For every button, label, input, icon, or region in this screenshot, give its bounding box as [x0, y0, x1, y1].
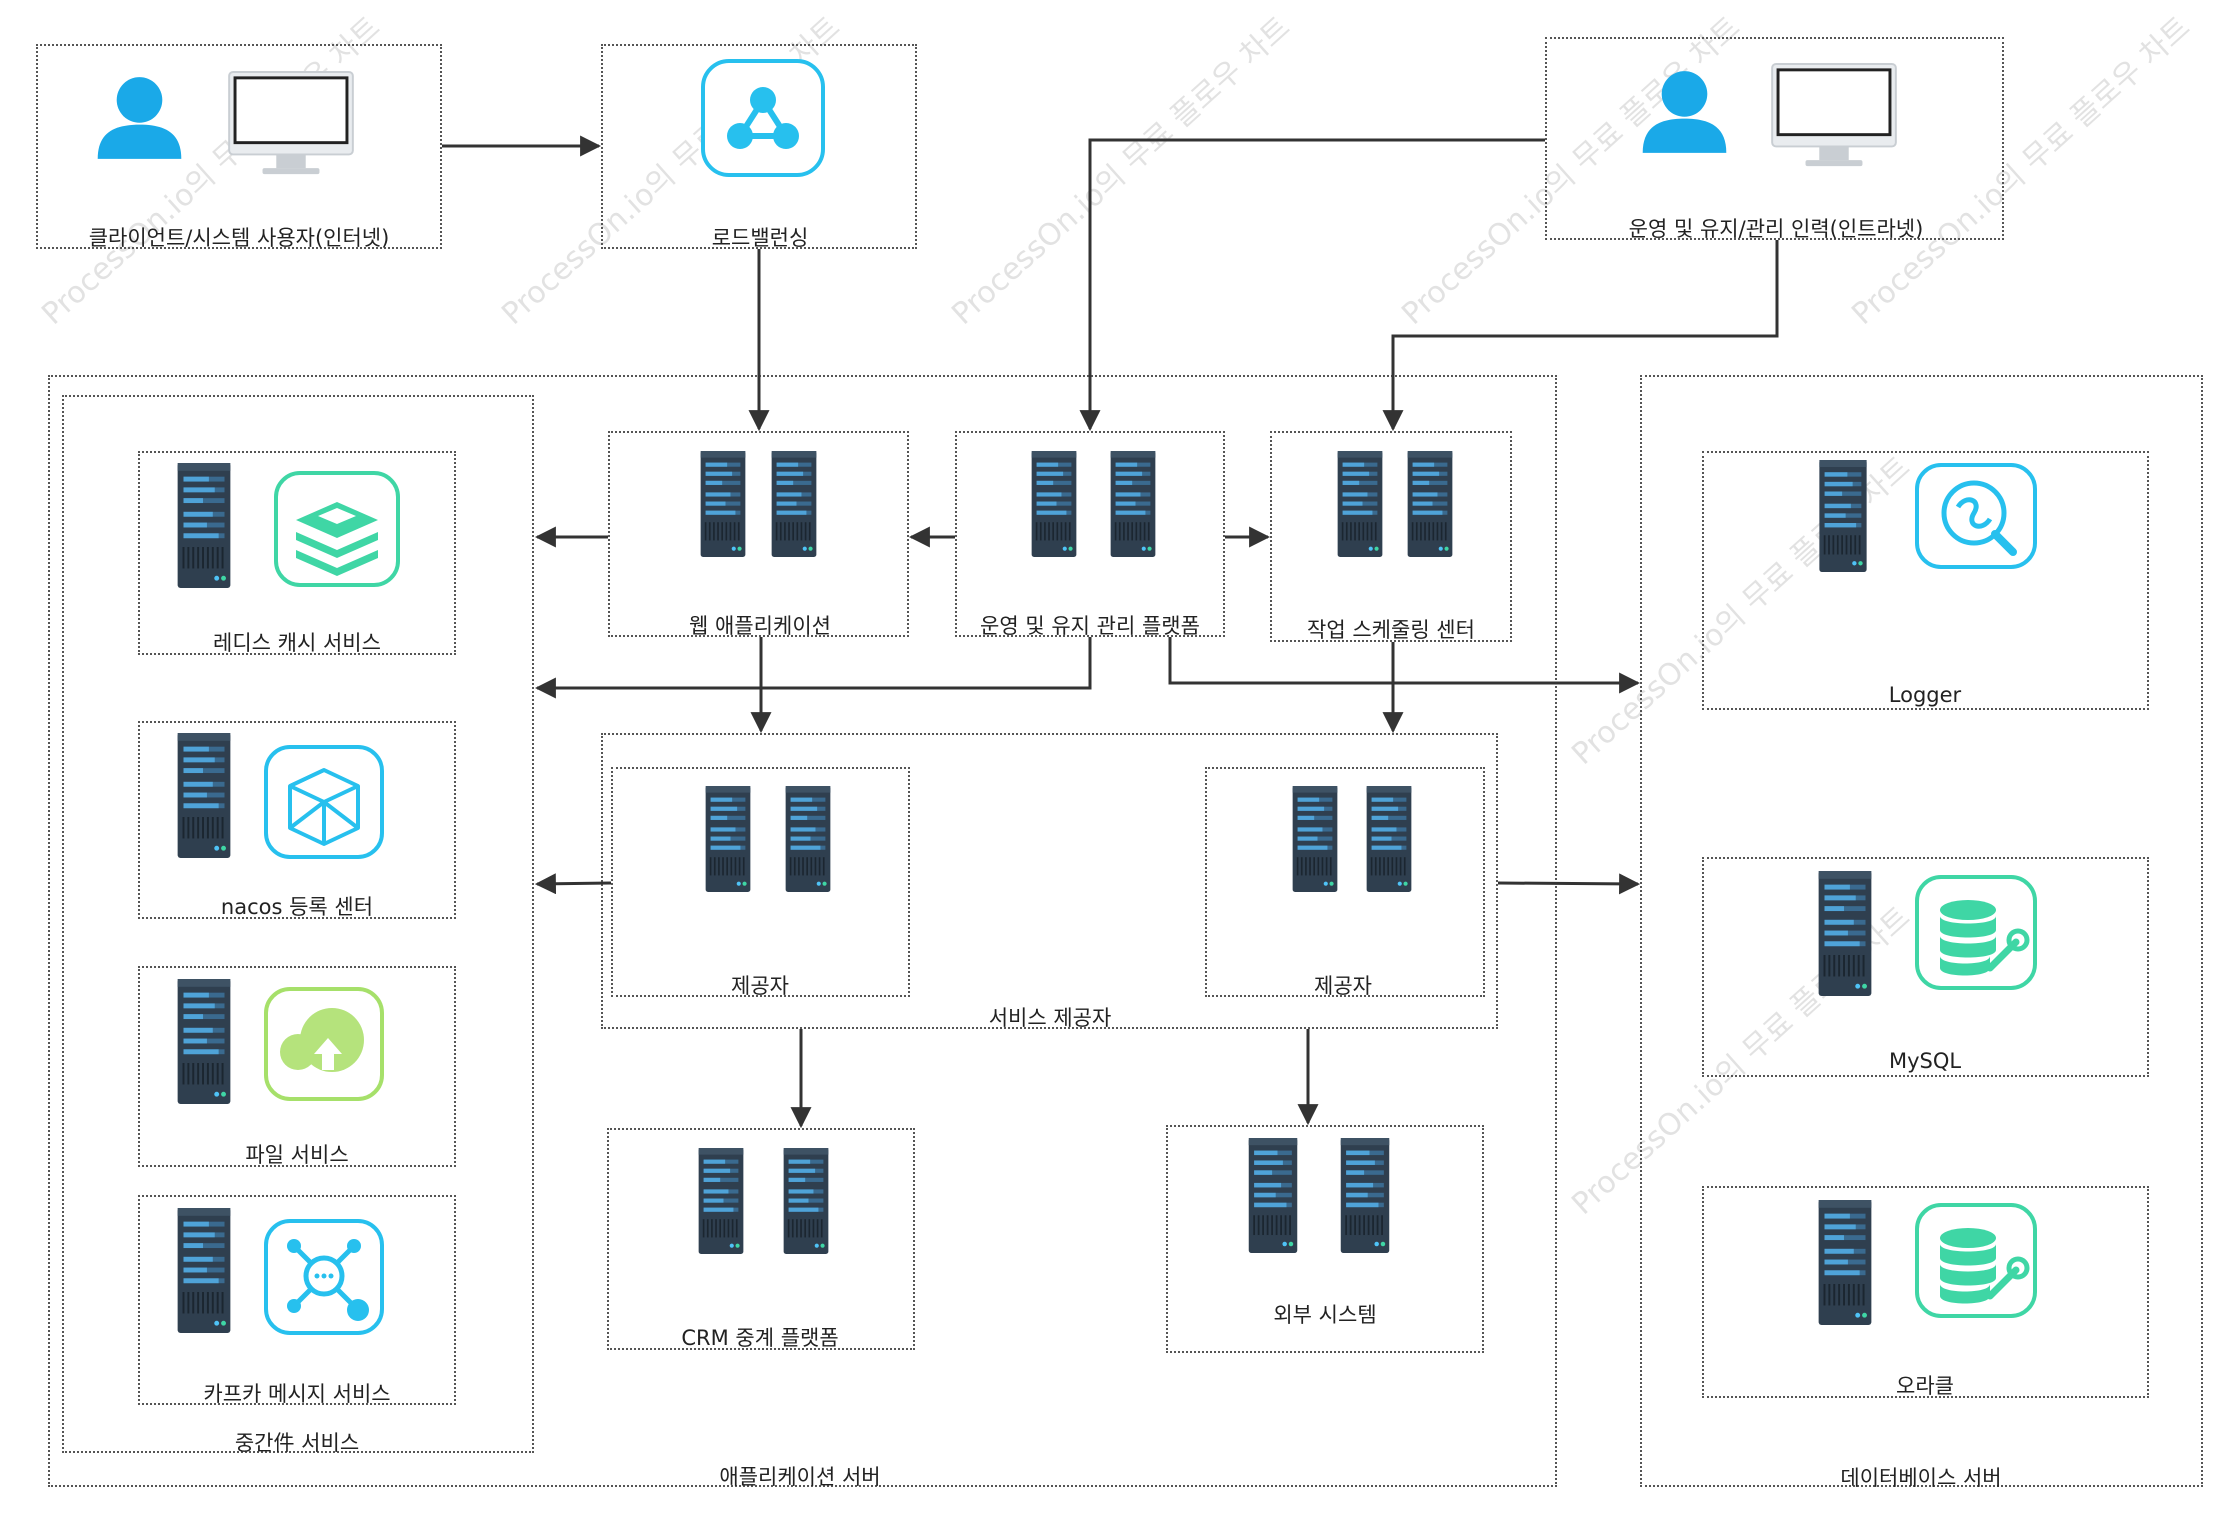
- provider-2-label: 제공자: [1314, 974, 1372, 998]
- file-service-node[interactable]: [138, 966, 456, 1167]
- cube-icon: [264, 745, 384, 859]
- server-rack-icon: [784, 786, 832, 892]
- db-server-group: [1640, 375, 2203, 1487]
- server-rack-icon: [176, 1208, 232, 1333]
- external-label: 외부 시스템: [1273, 1303, 1377, 1327]
- provider-1-label: 제공자: [731, 974, 789, 998]
- server-rack-icon: [1818, 460, 1868, 572]
- kafka-label: 카프카 메시지 서비스: [203, 1382, 391, 1406]
- app-server-group-label: 애플리케이션 서버: [719, 1465, 881, 1489]
- client-user-label: 클라이언트/시스템 사용자(인터넷): [88, 226, 390, 250]
- server-rack-icon: [782, 1148, 830, 1254]
- service-provider-group-label: 서비스 제공자: [988, 1006, 1112, 1030]
- server-rack-icon: [176, 979, 232, 1104]
- user-icon: [1642, 71, 1727, 153]
- external-node[interactable]: [1166, 1125, 1484, 1353]
- middleware-group-label: 중간件 서비스: [234, 1431, 360, 1455]
- cloud-upload-icon: [264, 987, 384, 1101]
- server-rack-icon: [1247, 1138, 1299, 1253]
- redis-stack-icon: [274, 471, 400, 587]
- server-rack-icon: [704, 786, 752, 892]
- ops-platform-label: 운영 및 유지 관리 플랫폼: [980, 614, 1200, 638]
- monitor-icon: [1770, 62, 1898, 168]
- load-balancer-label: 로드밸런싱: [711, 226, 809, 250]
- kafka-node[interactable]: [138, 1195, 456, 1405]
- ops-user-node[interactable]: [1545, 37, 2004, 240]
- logger-node[interactable]: [1702, 451, 2149, 710]
- oracle-label: 오라클: [1896, 1374, 1954, 1398]
- connector-lines: [442, 135, 1779, 1129]
- server-rack-icon: [1336, 451, 1384, 557]
- database-settings-icon: [1915, 875, 2037, 990]
- nacos-node[interactable]: [138, 721, 456, 919]
- server-rack-icon: [1817, 871, 1873, 996]
- message-hub-icon: [264, 1219, 384, 1335]
- server-rack-icon: [176, 733, 232, 858]
- server-rack-icon: [1339, 1138, 1391, 1253]
- log-search-icon: [1915, 463, 2037, 569]
- redis-label: 레디스 캐시 서비스: [213, 631, 381, 655]
- server-rack-icon: [1291, 786, 1339, 892]
- provider-1-node[interactable]: [611, 767, 910, 997]
- monitor-icon: [227, 70, 355, 176]
- server-rack-icon: [1109, 451, 1157, 557]
- server-rack-icon: [1406, 451, 1454, 557]
- mysql-node[interactable]: [1702, 857, 2149, 1077]
- provider-2-node[interactable]: [1205, 767, 1485, 997]
- service-provider-group: [601, 733, 1498, 1029]
- crm-label: CRM 중계 플랫폼: [681, 1326, 839, 1350]
- db-server-group-label: 데이터베이스 서버: [1840, 1466, 2002, 1490]
- logger-label: Logger: [1888, 683, 1962, 707]
- crm-node[interactable]: [607, 1128, 915, 1350]
- load-balancer-node[interactable]: [601, 44, 917, 249]
- ops-platform-node[interactable]: [955, 431, 1225, 637]
- redis-node[interactable]: [138, 451, 456, 655]
- share-network-icon: [701, 59, 825, 177]
- web-app-label: 웹 애플리케이션: [689, 614, 831, 638]
- server-rack-icon: [176, 463, 232, 588]
- ops-user-label: 운영 및 유지/관리 인력(인트라넷): [1628, 217, 1924, 241]
- server-rack-icon: [1817, 1200, 1873, 1325]
- scheduler-node[interactable]: [1270, 431, 1512, 642]
- app-server-group: [48, 375, 1557, 1487]
- file-service-label: 파일 서비스: [245, 1143, 349, 1167]
- server-rack-icon: [699, 451, 747, 557]
- mysql-label: MySQL: [1888, 1049, 1962, 1073]
- nacos-label: nacos 등록 센터: [220, 895, 374, 919]
- middleware-group: [62, 395, 534, 1453]
- server-rack-icon: [1365, 786, 1413, 892]
- user-icon: [97, 77, 182, 159]
- server-rack-icon: [770, 451, 818, 557]
- web-app-node[interactable]: [608, 431, 909, 637]
- client-user-node[interactable]: [36, 44, 442, 249]
- scheduler-label: 작업 스케줄링 센터: [1307, 618, 1475, 642]
- server-rack-icon: [1030, 451, 1078, 557]
- oracle-node[interactable]: [1702, 1186, 2149, 1398]
- server-rack-icon: [697, 1148, 745, 1254]
- database-settings-icon: [1915, 1203, 2037, 1318]
